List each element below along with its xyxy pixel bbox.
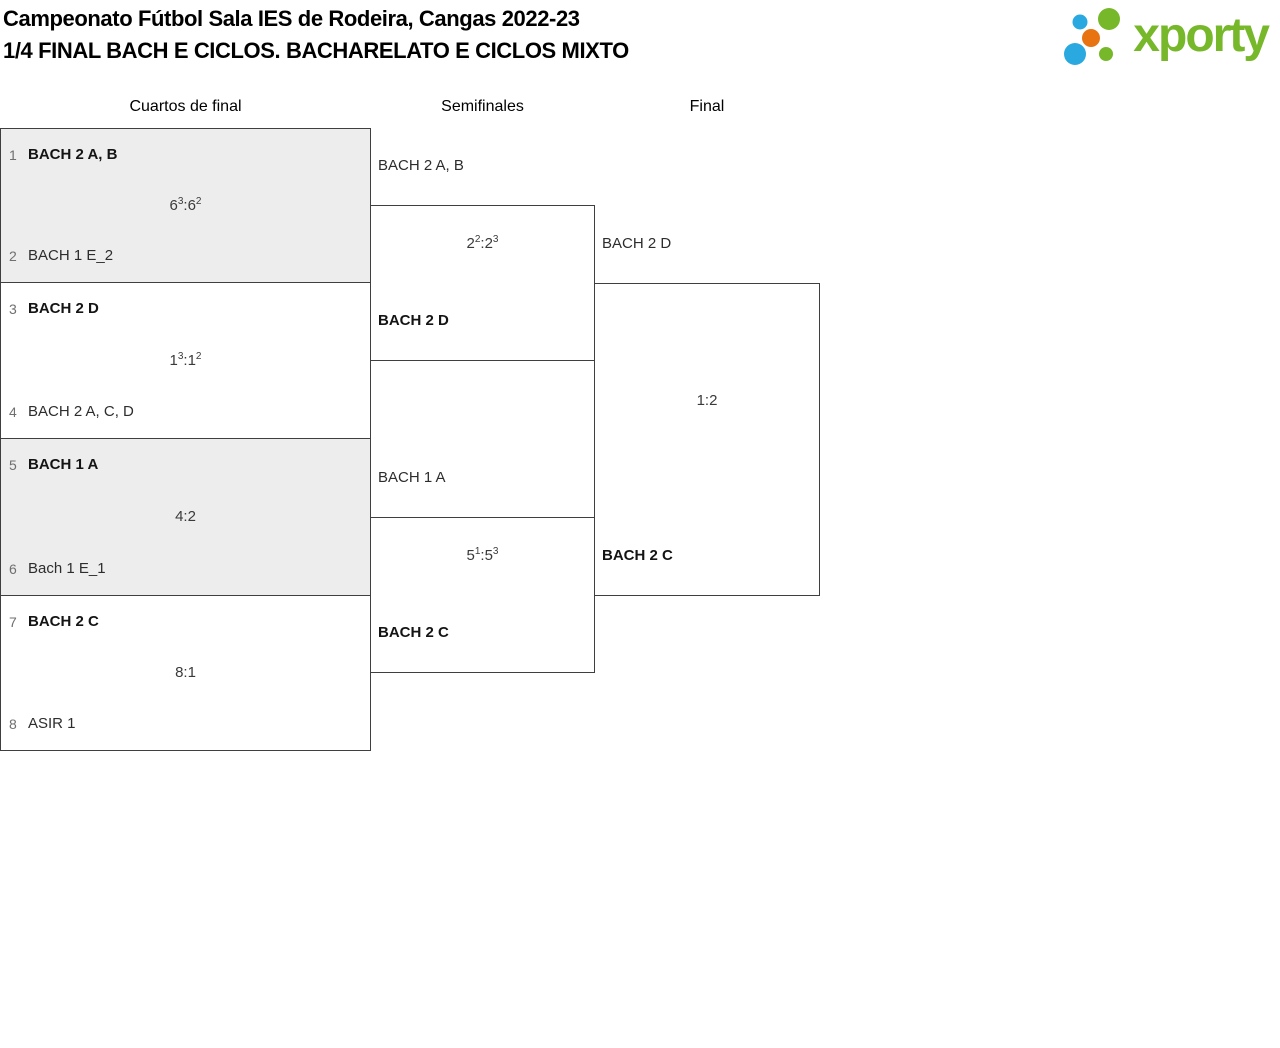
score-left: 2 [466, 235, 475, 252]
page-title: Campeonato Fútbol Sala IES de Rodeira, C… [3, 6, 580, 31]
score-right: 2 [709, 391, 718, 409]
page-header: Campeonato Fútbol Sala IES de Rodeira, C… [3, 3, 629, 67]
xporty-logo[interactable]: xporty [1059, 6, 1270, 68]
match-row-away: 8 ASIR 1 [9, 713, 362, 735]
match-quarterfinal-3[interactable]: 5 BACH 1 A 4:2 6 Bach 1 E_1 [0, 438, 371, 596]
match-semifinal-1[interactable]: BACH 2 A, B 22:23 BACH 2 D [370, 157, 595, 361]
score-separator: : [183, 508, 188, 525]
match-semifinal-2[interactable]: BACH 1 A 51:53 BACH 2 C [370, 469, 595, 673]
team-name[interactable]: BACH 2 A, B [378, 157, 464, 174]
seed-number: 3 [9, 301, 17, 317]
team-name[interactable]: BACH 1 E_2 [28, 247, 114, 264]
team-name[interactable]: BACH 2 D [602, 235, 672, 252]
score-right: 2 [187, 508, 196, 525]
score-separator: : [704, 391, 710, 409]
score-left: 4 [175, 508, 184, 525]
score-left-sup: 2 [474, 234, 481, 245]
match-row-away: 6 Bach 1 E_1 [9, 558, 362, 580]
score-left-sup: 3 [177, 350, 184, 362]
match-row-away: 4 BACH 2 A, C, D [9, 401, 362, 423]
score-right-sup: 3 [492, 234, 499, 245]
match-score: 8:1 [1, 663, 370, 683]
score-separator: : [183, 196, 188, 214]
match-score: 4:2 [1, 507, 370, 527]
score-right-sup: 2 [195, 350, 202, 362]
seed-number: 6 [9, 561, 17, 577]
team-name[interactable]: BACH 2 A, C, D [28, 403, 134, 420]
score-left: 5 [466, 547, 475, 564]
seed-number: 7 [9, 614, 17, 630]
xporty-dots-icon [1064, 8, 1121, 65]
team-name[interactable]: BACH 2 C [28, 613, 99, 630]
score-left: 1 [696, 391, 705, 409]
score-separator: : [183, 351, 188, 369]
match-row-away: 2 BACH 1 E_2 [9, 245, 362, 267]
page-subtitle: 1/4 FINAL BACH E CICLOS. BACHARELATO E C… [3, 38, 629, 63]
team-name[interactable]: BACH 2 D [28, 300, 99, 317]
score-right: 1 [187, 351, 196, 369]
score-right: 5 [484, 547, 493, 564]
score-right: 2 [484, 235, 493, 252]
team-name[interactable]: BACH 2 D [378, 312, 449, 329]
team-name[interactable]: BACH 2 A, B [28, 146, 118, 163]
score-separator: : [480, 235, 485, 252]
team-name[interactable]: ASIR 1 [28, 715, 76, 732]
score-left-sup: 3 [177, 195, 184, 207]
score-left: 1 [169, 351, 178, 369]
seed-number: 8 [9, 716, 17, 732]
match-score: 13:12 [1, 351, 370, 371]
match-score: 1:2 [595, 391, 819, 411]
seed-number: 1 [9, 147, 17, 163]
seed-number: 5 [9, 457, 17, 473]
match-quarterfinal-2[interactable]: 3 BACH 2 D 13:12 4 BACH 2 A, C, D [0, 282, 371, 439]
team-name[interactable]: Bach 1 E_1 [28, 560, 106, 577]
match-row-home: 1 BACH 2 A, B [9, 144, 362, 166]
score-right: 1 [187, 664, 196, 681]
score-right-sup: 3 [492, 546, 499, 557]
team-name[interactable]: BACH 2 C [602, 547, 673, 564]
score-left: 8 [175, 664, 184, 681]
score-separator: : [480, 547, 485, 564]
match-quarterfinal-1[interactable]: 1 BACH 2 A, B 63:62 2 BACH 1 E_2 [0, 128, 371, 283]
score-left: 6 [169, 196, 178, 214]
score-left-sup: 1 [474, 546, 481, 557]
match-quarterfinal-4[interactable]: 7 BACH 2 C 8:1 8 ASIR 1 [0, 595, 371, 751]
score-separator: : [183, 664, 188, 681]
match-row-home: 5 BACH 1 A [9, 454, 362, 476]
match-score: 51:53 [371, 546, 594, 566]
column-header-final: Final [689, 98, 725, 115]
score-right: 6 [187, 196, 196, 214]
match-row-home: 7 BACH 2 C [9, 611, 362, 633]
score-right-sup: 2 [195, 195, 202, 207]
seed-number: 2 [9, 248, 17, 264]
match-row-home: 3 BACH 2 D [9, 298, 362, 320]
xporty-logo-text: xporty [1133, 9, 1270, 62]
team-name[interactable]: BACH 2 C [378, 624, 449, 641]
team-name[interactable]: BACH 1 A [28, 456, 99, 473]
column-header-quarterfinals: Cuartos de final [129, 98, 242, 115]
match-final[interactable]: BACH 2 D 1:2 BACH 2 C [594, 235, 820, 596]
match-score: 22:23 [371, 234, 594, 254]
seed-number: 4 [9, 404, 17, 420]
team-name[interactable]: BACH 1 A [378, 469, 446, 486]
match-score: 63:62 [1, 196, 370, 216]
column-header-semifinals: Semifinales [441, 98, 524, 115]
